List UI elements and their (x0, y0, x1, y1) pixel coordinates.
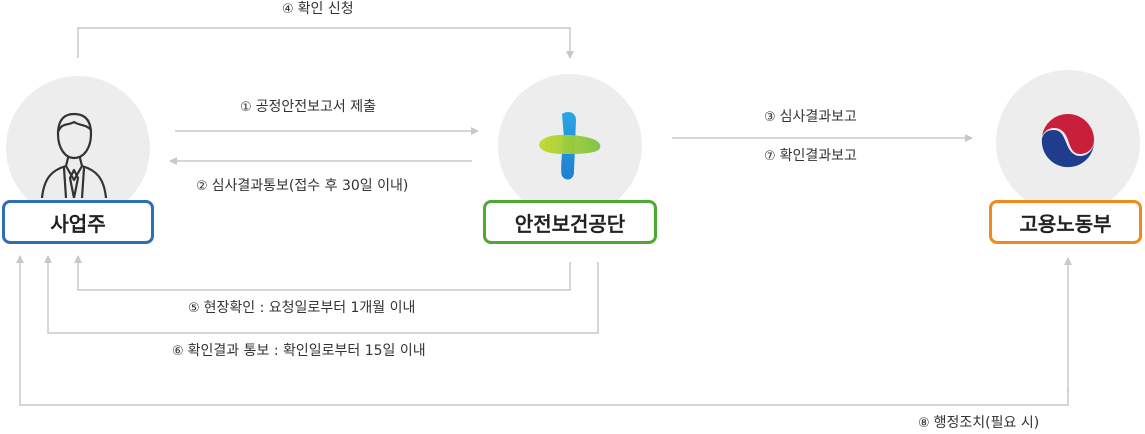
arrow-step-4 (77, 27, 574, 59)
moel-box: 고용노동부 (989, 200, 1142, 244)
taegeuk-logo-icon (1041, 113, 1094, 168)
arrow-step-5 (74, 255, 571, 291)
moel-circle (996, 70, 1140, 214)
employer-circle (6, 76, 150, 220)
cross-logo-icon (539, 112, 601, 180)
arrow-step-8 (16, 255, 1069, 406)
employer-box: 사업주 (2, 200, 154, 244)
person-icon (40, 112, 108, 198)
arrow-step-6 (44, 255, 599, 334)
kosha-box: 안전보건공단 (483, 200, 657, 244)
